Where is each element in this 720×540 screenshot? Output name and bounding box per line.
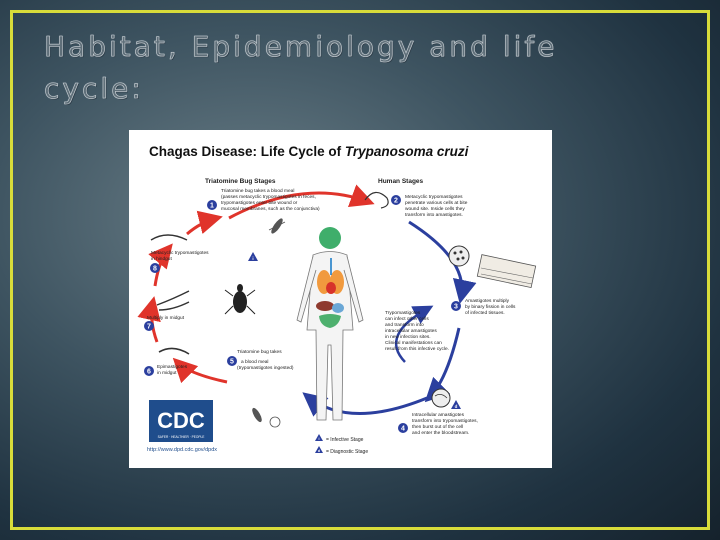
step-8-number: 8	[153, 266, 157, 273]
step-6-number: 6	[147, 369, 151, 376]
step-2-badge	[391, 195, 401, 205]
step-5-badge	[227, 356, 237, 366]
infected-tissue-icon	[476, 254, 537, 289]
arrow-8-to-1	[186, 210, 223, 236]
step-8-text: Metacyclic trypomastigotes in hindgut	[151, 250, 210, 262]
heart-organ	[326, 282, 336, 294]
middle-description: Trypomastigotes can infect other cells a…	[385, 310, 449, 352]
metacyclic-trypomastigote-icon	[150, 234, 188, 241]
human-stages-header: Human Stages	[378, 178, 424, 185]
cdc-logo: CDC SAFER · HEALTHIER · PEOPLE	[149, 400, 213, 442]
triatomine-bug-icon	[224, 284, 256, 315]
step-1-number: 1	[210, 203, 214, 210]
bursting-cell-icon	[431, 388, 451, 408]
step-7-number: 7	[147, 324, 151, 331]
arrow-5-to-6	[172, 357, 228, 384]
legend: i = Infective Stage d = Diagnostic Stage	[315, 434, 368, 455]
arrow-7-to-8	[148, 243, 173, 287]
epimastigote-icon	[158, 347, 190, 355]
step-1-badge	[207, 200, 217, 210]
step-3-text: Amastigotes multiply by binary fission i…	[465, 298, 517, 316]
cdc-tagline: SAFER · HEALTHIER · PEOPLE	[158, 435, 205, 439]
step-3-number: 3	[454, 304, 458, 311]
bug-stages-header: Triatomine Bug Stages	[205, 178, 276, 185]
step-5-text: Triatomine bug takes a blood meal (trypo…	[237, 349, 294, 371]
step-6-badge	[144, 366, 154, 376]
arrow-4-to-3	[394, 305, 434, 363]
svg-text:i: i	[319, 437, 320, 441]
slide-title: Habitat, Epidemiology and life cycle:	[44, 30, 558, 106]
svg-text:i: i	[252, 256, 253, 261]
diagram-title: Chagas Disease: Life Cycle of Trypanosom…	[149, 144, 469, 159]
step-3-badge	[451, 301, 461, 311]
step-5-number: 5	[230, 359, 234, 366]
feeding-bug-5-icon	[252, 407, 281, 428]
step-1-text: Triatomine bug takes a blood meal (passe…	[221, 188, 320, 212]
step-2-number: 2	[394, 198, 398, 205]
legend-infective-icon	[315, 434, 323, 441]
arrow-3-to-4	[424, 327, 461, 403]
legend-diagnostic-icon	[315, 446, 323, 453]
svg-text:d: d	[455, 404, 458, 409]
diagnostic-stage-marker-4	[451, 400, 461, 409]
trypomastigote-2-icon	[364, 191, 389, 209]
feeding-bug-icon	[268, 218, 286, 234]
dividing-epimastigote-icon	[156, 290, 190, 311]
step-6-text: Epimastigotes in midgut	[157, 364, 188, 376]
liver-organ	[316, 301, 334, 311]
svg-text:d: d	[318, 449, 320, 453]
step-4-text: Intracellular amastigotes transform into…	[412, 412, 479, 436]
legend-diagnostic-label: = Diagnostic Stage	[326, 449, 368, 455]
step-7-badge	[144, 321, 154, 331]
legend-infective-label: = Infective Stage	[326, 437, 364, 443]
step-2-text: Metacyclic trypomastigotes penetrate var…	[405, 194, 469, 218]
step-4-number: 4	[401, 426, 405, 433]
arrow-6-to-7	[137, 296, 161, 343]
human-figure	[296, 227, 364, 421]
step-8-badge	[150, 263, 160, 273]
cdc-logo-text: CDC	[157, 408, 205, 433]
amastigote-cell-icon	[448, 245, 470, 267]
step-4-badge	[398, 423, 408, 433]
stomach-organ	[332, 303, 344, 313]
step-7-text: Multiply in midgut	[147, 315, 185, 321]
infective-stage-marker-1	[248, 252, 258, 261]
intestines-organ	[319, 314, 341, 328]
arrow-1-to-2	[228, 184, 375, 220]
life-cycle-diagram: Chagas Disease: Life Cycle of Trypanosom…	[129, 130, 552, 468]
cdc-url: http://www.dpd.cdc.gov/dpdx	[147, 447, 217, 453]
slide-frame	[10, 10, 710, 530]
